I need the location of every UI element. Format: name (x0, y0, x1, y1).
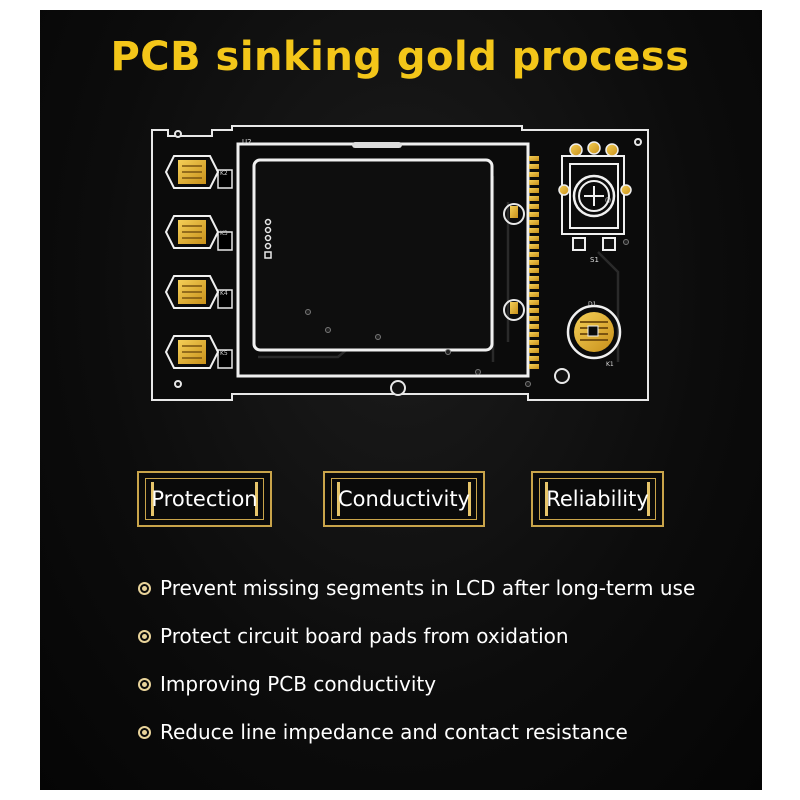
label-k5: K5 (220, 350, 228, 357)
page-title: PCB sinking gold process (110, 34, 690, 80)
label-k1: K1 (606, 361, 614, 368)
touch-key-1: K2 (164, 155, 228, 189)
label-k3: K3 (220, 230, 228, 237)
badge-conductivity-label: Conductivity (338, 487, 470, 511)
label-u2: U2 (242, 138, 252, 146)
pcb-illustration: U2 (151, 125, 649, 401)
badge-conductivity: Conductivity (323, 471, 485, 527)
label-k2: K2 (220, 170, 228, 177)
feature-item: Protect circuit board pads from oxidatio… (138, 624, 569, 648)
bullet-icon (138, 725, 151, 739)
badge-reliability: Reliability (531, 471, 664, 527)
touch-key-2: K3 (164, 215, 228, 249)
feature-item: Reduce line impedance and contact resist… (138, 720, 628, 744)
label-s1: S1 (590, 256, 599, 264)
badge-protection-label: Protection (151, 487, 258, 511)
bullet-icon (138, 629, 151, 643)
circular-sensor: D1 K1 (566, 301, 622, 368)
bullet-icon (138, 677, 151, 691)
touch-key-3: K4 (164, 275, 228, 309)
feature-item: Prevent missing segments in LCD after lo… (138, 576, 695, 600)
feature-text: Protect circuit board pads from oxidatio… (160, 624, 569, 648)
feature-text: Reduce line impedance and contact resist… (160, 720, 628, 744)
bullet-icon (138, 581, 151, 595)
badge-reliability-label: Reliability (546, 487, 649, 511)
label-d1: D1 (588, 301, 597, 308)
touch-key-4: K5 (164, 335, 228, 369)
feature-item: Improving PCB conductivity (138, 672, 436, 696)
badge-protection: Protection (137, 471, 272, 527)
feature-text: Improving PCB conductivity (160, 672, 437, 696)
rotary-encoder: S1 (558, 141, 632, 264)
feature-text: Prevent missing segments in LCD after lo… (160, 576, 696, 600)
label-k4: K4 (220, 290, 228, 297)
